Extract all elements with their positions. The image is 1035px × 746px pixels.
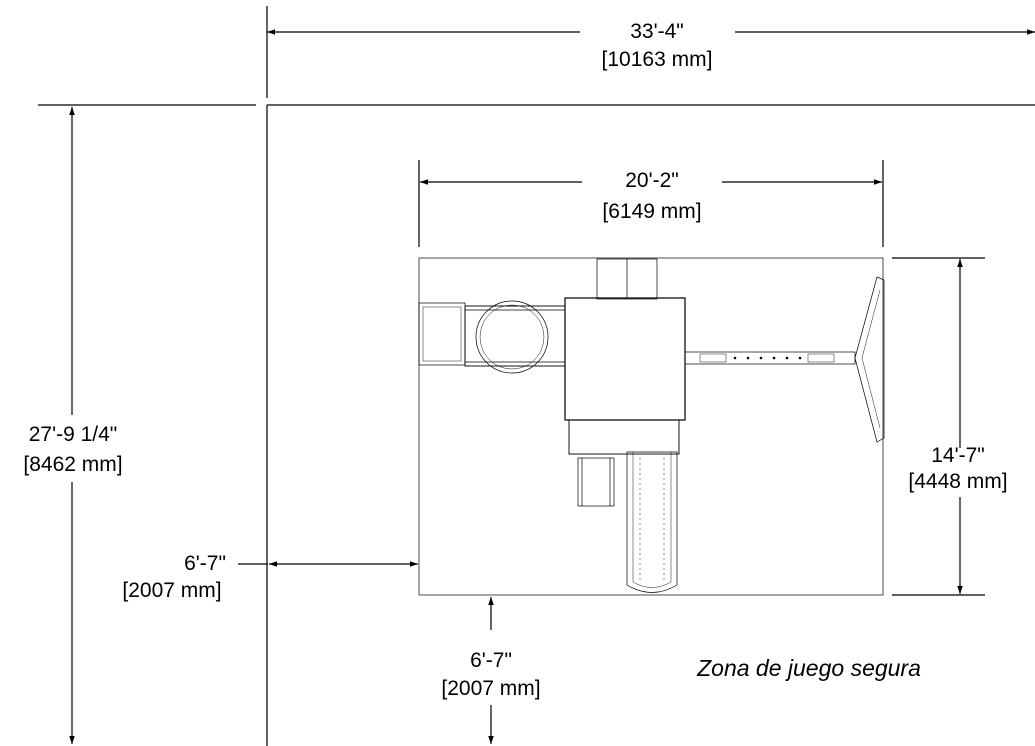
set-depth-imperial: 14'-7" [931, 444, 985, 467]
playset-footprint [418, 257, 884, 596]
ladder [577, 457, 615, 507]
front-clearance-metric: [2007 mm] [441, 677, 540, 700]
front-clearance-imperial: 6'-7" [470, 649, 512, 672]
overall-depth-imperial: 27'-9 1/4" [29, 423, 118, 446]
round-disc [475, 300, 549, 374]
overall-depth-metric: [8462 mm] [23, 453, 122, 476]
safe-zone-label: Zona de juego segura [696, 655, 921, 681]
set-depth-dimension: 14'-7" [4448 mm] [892, 257, 1008, 596]
overall-width-imperial: 33'-4" [630, 20, 684, 43]
slide [626, 451, 678, 593]
overall-width-metric: [10163 mm] [602, 48, 713, 71]
set-depth-metric: [4448 mm] [908, 470, 1007, 493]
lower-deck [568, 419, 680, 455]
left-clearance-dimension: 6'-7" [2007 mm] [122, 552, 418, 602]
set-width-metric: [6149 mm] [602, 200, 701, 223]
left-clearance-metric: [2007 mm] [122, 579, 221, 602]
overall-depth-dimension: 27'-9 1/4" [8462 mm] [23, 104, 256, 744]
safe-zone-boundary [266, 104, 1035, 746]
a-frame-leg [854, 276, 885, 443]
climbing-ramp [596, 258, 658, 300]
front-clearance-dimension: 6'-7" [2007 mm] [441, 597, 541, 744]
set-width-imperial: 20'-2" [625, 169, 679, 192]
left-bridge [418, 302, 566, 367]
left-clearance-imperial: 6'-7" [184, 552, 226, 575]
main-deck [564, 297, 686, 421]
overall-width-dimension: 33'-4" [10163 mm] [266, 6, 1035, 98]
swing-beam [684, 351, 856, 365]
set-width-dimension: 20'-2" [6149 mm] [418, 160, 884, 247]
